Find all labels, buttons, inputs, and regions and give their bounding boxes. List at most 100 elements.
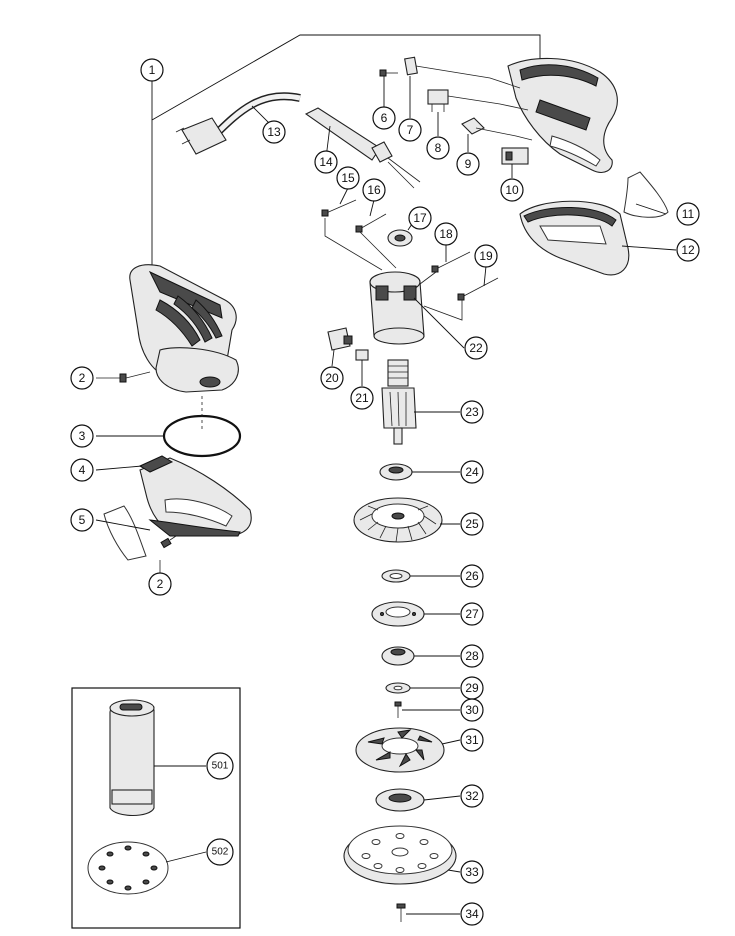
callout-33-label: 33 (465, 865, 479, 879)
o-ring (162, 396, 242, 458)
balancer (355, 727, 445, 773)
bearing-17 (387, 229, 413, 247)
callout-31: 31 (460, 728, 484, 752)
power-cord-plug (175, 92, 301, 155)
callout-7: 7 (398, 118, 422, 142)
callout-5-label: 5 (79, 513, 86, 527)
callout-28-label: 28 (465, 649, 479, 663)
noise-suppressor (427, 89, 449, 136)
callout-27-label: 27 (465, 607, 479, 621)
callout-13: 13 (262, 120, 286, 144)
callout-29: 29 (460, 676, 484, 700)
callout-501-label: 501 (212, 761, 229, 772)
callout-34-label: 34 (465, 907, 479, 921)
bearing-cover (371, 601, 425, 627)
callout-502: 502 (206, 838, 234, 866)
callout-1-label: 1 (149, 63, 156, 77)
brush-terminal-16 (355, 213, 387, 233)
callout-17: 17 (408, 206, 432, 230)
callout-3: 3 (70, 424, 94, 448)
callout-11: 11 (676, 202, 700, 226)
callout-1: 1 (140, 58, 164, 82)
screw-34 (396, 903, 406, 922)
callout-23-label: 23 (465, 405, 479, 419)
callout-9: 9 (456, 152, 480, 176)
callout-3-label: 3 (79, 429, 86, 443)
callout-13-label: 13 (267, 125, 281, 139)
callout-29-label: 29 (465, 681, 479, 695)
stator (369, 271, 425, 345)
callout-32: 32 (460, 784, 484, 808)
housing-bracket-line (151, 34, 541, 280)
callout-21-label: 21 (355, 391, 369, 405)
callout-22: 22 (464, 336, 488, 360)
callout-34: 34 (460, 902, 484, 926)
callout-2-lower-label: 2 (157, 577, 164, 591)
callout-27: 27 (460, 602, 484, 626)
dust-filter-small (103, 505, 147, 561)
screw-lower (159, 531, 183, 576)
fan (353, 497, 443, 543)
callout-2-upper-label: 2 (79, 371, 86, 385)
callout-12: 12 (676, 238, 700, 262)
callout-22-label: 22 (469, 341, 483, 355)
callout-24-label: 24 (465, 465, 479, 479)
callout-4: 4 (70, 458, 94, 482)
screw-30 (394, 701, 402, 718)
bearing-28 (381, 646, 415, 666)
brush-holder-20 (327, 327, 353, 351)
bearing-24 (379, 463, 413, 481)
sanding-disc (87, 841, 169, 895)
callout-32-label: 32 (465, 789, 479, 803)
screw-upper (96, 371, 151, 383)
stator-leads (324, 218, 463, 321)
callout-28: 28 (460, 644, 484, 668)
switch-lever (461, 117, 485, 152)
pad-holder (375, 788, 425, 812)
housing-half-right (507, 57, 618, 173)
callout-10: 10 (500, 178, 524, 202)
callout-25-label: 25 (465, 517, 479, 531)
washer-26 (381, 569, 411, 583)
callout-8-label: 8 (435, 141, 442, 155)
callout-26-label: 26 (465, 569, 479, 583)
callout-15: 15 (336, 166, 360, 190)
callout-2-upper: 2 (70, 366, 94, 390)
callout-30-label: 30 (465, 703, 479, 717)
callout-5: 5 (70, 508, 94, 532)
leader-lines (95, 105, 677, 915)
callout-8: 8 (426, 136, 450, 160)
callout-9-label: 9 (465, 157, 472, 171)
accessory-box (71, 687, 241, 929)
callout-24: 24 (460, 460, 484, 484)
base-cover (138, 455, 252, 537)
callout-20-label: 20 (325, 371, 339, 385)
wire-leads (415, 65, 533, 141)
switch (501, 147, 529, 178)
callout-20: 20 (320, 366, 344, 390)
callout-25: 25 (460, 512, 484, 536)
callout-501: 501 (206, 752, 234, 780)
screw-small (379, 69, 398, 108)
callout-31-label: 31 (465, 733, 479, 747)
callout-15-label: 15 (341, 171, 355, 185)
main-housing (129, 264, 239, 393)
callout-19-label: 19 (479, 249, 493, 263)
brush-terminal-15 (321, 199, 357, 217)
callout-12-label: 12 (681, 243, 695, 257)
dust-bag (109, 699, 155, 817)
cord-armor (304, 107, 421, 189)
callout-26: 26 (460, 564, 484, 588)
sanding-pad (343, 825, 457, 885)
callout-7-label: 7 (407, 123, 414, 137)
callout-18-label: 18 (439, 227, 453, 241)
cord-clip (404, 56, 418, 118)
callout-6-label: 6 (381, 111, 388, 125)
brush-terminal-18 (431, 251, 471, 273)
callout-502-label: 502 (212, 847, 229, 858)
dust-housing-lower (519, 200, 630, 276)
callout-16-label: 16 (367, 183, 381, 197)
callout-14-label: 14 (319, 155, 333, 169)
carbon-brush-21 (355, 349, 369, 361)
